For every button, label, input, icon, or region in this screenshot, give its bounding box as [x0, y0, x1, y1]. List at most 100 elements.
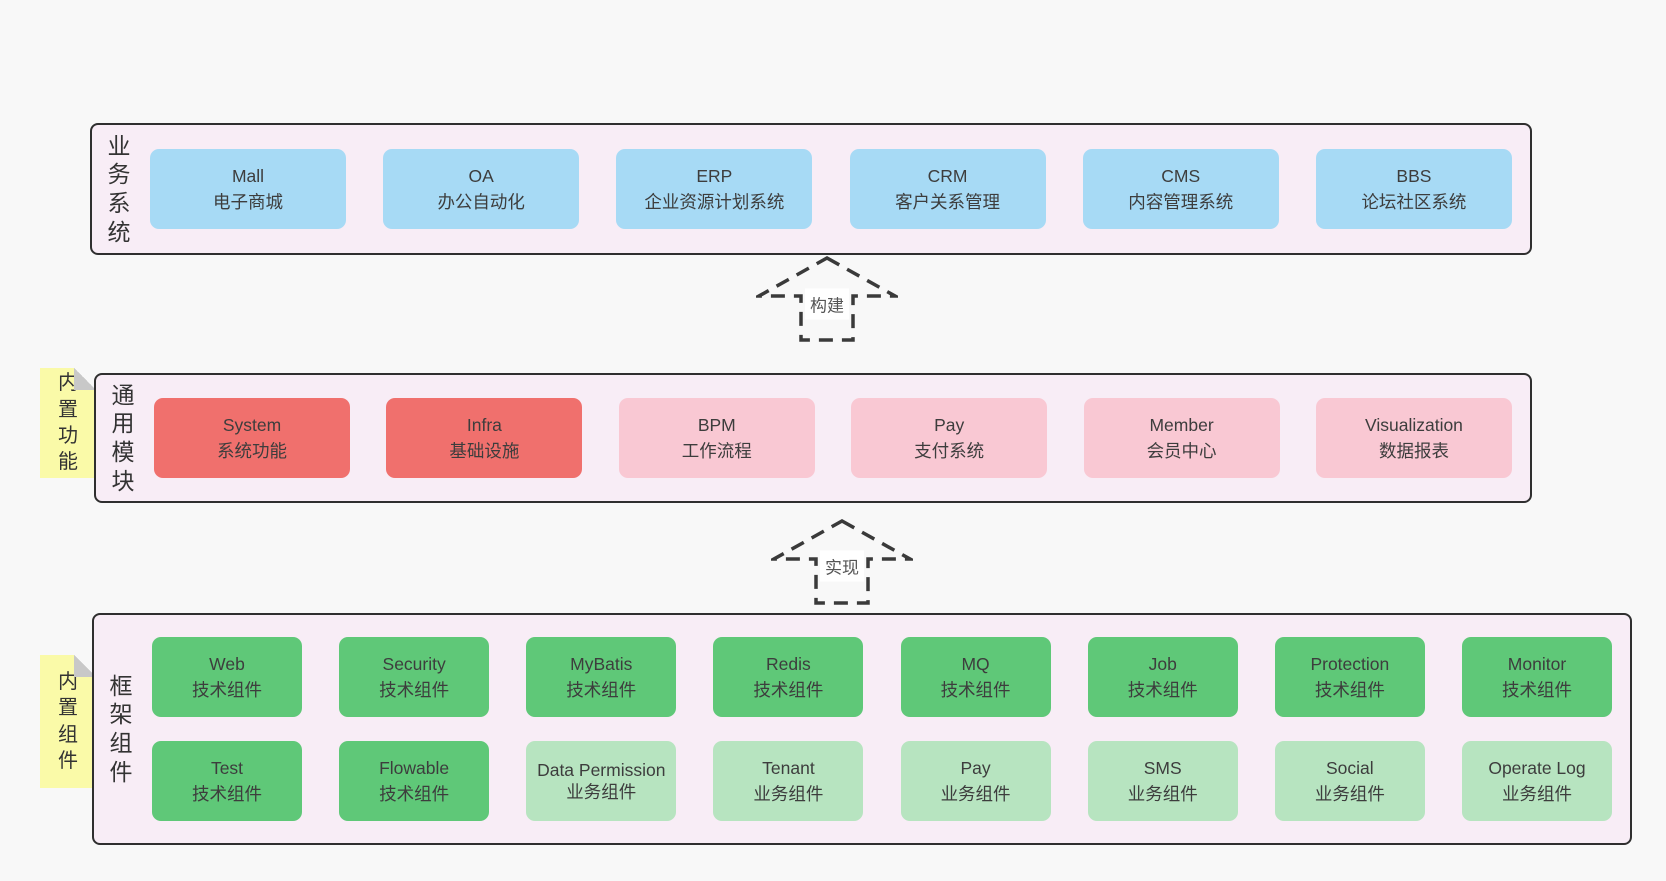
box-security: Security 技术组件: [339, 637, 490, 717]
box-visualization: Visualization 数据报表: [1315, 398, 1512, 478]
box-subtitle: 业务组件: [940, 784, 1011, 804]
layer-label-business: 业务系统: [92, 125, 146, 253]
box-social: Social 业务组件: [1274, 741, 1425, 821]
business-row: Mall 电子商城 OA 办公自动化 ERP 企业资源计划系统 CRM 客户关系…: [150, 149, 1512, 229]
box-title: BBS: [1396, 165, 1432, 186]
box-subtitle: 企业资源计划系统: [644, 192, 785, 212]
note-built-in-components: 内置组件: [40, 655, 96, 788]
layer-label-text: 框架组件: [109, 672, 133, 785]
box-title: Tenant: [762, 757, 815, 778]
framework-row-business: Test 技术组件 Flowable 技术组件 Data Permission …: [152, 741, 1612, 821]
box-subtitle: 系统功能: [217, 441, 287, 461]
layer-label-framework: 框架组件: [94, 615, 148, 843]
box-title: Redis: [766, 653, 811, 674]
box-title: CMS: [1161, 165, 1201, 186]
layer-framework-content: Web 技术组件 Security 技术组件 MyBatis 技术组件 Redi…: [148, 615, 1630, 843]
box-title: Pay: [934, 414, 965, 435]
box-title: MyBatis: [570, 653, 633, 674]
framework-row-tech: Web 技术组件 Security 技术组件 MyBatis 技术组件 Redi…: [152, 637, 1612, 717]
box-pay-business: Pay 业务组件: [900, 741, 1051, 821]
box-pay: Pay 支付系统: [851, 398, 1048, 478]
box-subtitle: 论坛社区系统: [1361, 192, 1467, 212]
box-system: System 系统功能: [154, 398, 350, 478]
box-subtitle: 技术组件: [566, 680, 637, 700]
box-redis: Redis 技术组件: [713, 637, 864, 717]
box-subtitle: 业务组件: [1314, 784, 1385, 804]
box-subtitle: 技术组件: [940, 680, 1011, 700]
box-title: Data Permission: [537, 759, 666, 780]
box-subtitle: 支付系统: [914, 441, 985, 461]
box-title: Pay: [960, 757, 991, 778]
layer-framework-components: 框架组件 Web 技术组件 Security 技术组件 MyBatis 技术组件…: [92, 613, 1632, 845]
modules-row: System 系统功能 Infra 基础设施 BPM 工作流程 Pay 支付系统…: [154, 398, 1512, 478]
implement-arrow-label: 实现: [820, 550, 864, 582]
note-fold-icon: [74, 655, 96, 677]
layer-label-text: 通用模块: [111, 381, 135, 494]
box-title: Monitor: [1507, 653, 1567, 674]
box-title: MQ: [961, 653, 990, 674]
box-job: Job 技术组件: [1087, 637, 1238, 717]
box-subtitle: 业务组件: [753, 784, 824, 804]
box-title: Operate Log: [1488, 757, 1586, 778]
box-title: Security: [382, 653, 446, 674]
box-subtitle: 技术组件: [1314, 680, 1385, 700]
box-subtitle: 客户关系管理: [895, 192, 1001, 212]
layer-modules-content: System 系统功能 Infra 基础设施 BPM 工作流程 Pay 支付系统…: [150, 375, 1530, 501]
box-title: System: [222, 414, 282, 435]
box-oa: OA 办公自动化: [383, 149, 580, 229]
box-title: Test: [210, 757, 244, 778]
box-subtitle: 办公自动化: [437, 192, 525, 212]
note-text: 内置功能: [58, 372, 78, 474]
box-erp: ERP 企业资源计划系统: [616, 149, 813, 229]
build-arrow-label: 构建: [805, 288, 849, 320]
box-flowable: Flowable 技术组件: [339, 741, 490, 821]
box-subtitle: 工作流程: [681, 441, 752, 461]
build-arrow-icon: [756, 255, 898, 342]
box-subtitle: 会员中心: [1146, 441, 1217, 461]
box-title: Member: [1149, 414, 1214, 435]
box-subtitle: 业务组件: [1501, 784, 1572, 804]
box-sms: SMS 业务组件: [1087, 741, 1238, 821]
box-bpm: BPM 工作流程: [618, 398, 815, 478]
box-crm: CRM 客户关系管理: [849, 149, 1046, 229]
box-subtitle: 技术组件: [379, 680, 450, 700]
implement-arrow-icon: [771, 518, 913, 605]
box-title: ERP: [696, 165, 733, 186]
box-title: SMS: [1143, 757, 1182, 778]
box-infra: Infra 基础设施: [386, 398, 583, 478]
layer-business-content: Mall 电子商城 OA 办公自动化 ERP 企业资源计划系统 CRM 客户关系…: [146, 125, 1530, 253]
box-title: Visualization: [1364, 414, 1463, 435]
box-subtitle: 业务组件: [566, 782, 637, 802]
box-tenant: Tenant 业务组件: [713, 741, 864, 821]
box-subtitle: 电子商城: [213, 192, 283, 212]
box-bbs: BBS 论坛社区系统: [1315, 149, 1512, 229]
box-title: CRM: [927, 165, 968, 186]
box-subtitle: 技术组件: [753, 680, 824, 700]
box-title: Infra: [466, 414, 502, 435]
layer-label-text: 业务系统: [107, 132, 131, 245]
layer-common-modules: 通用模块 System 系统功能 Infra 基础设施 BPM 工作流程 Pay: [94, 373, 1532, 503]
box-test: Test 技术组件: [152, 741, 302, 821]
layer-business-systems: 业务系统 Mall 电子商城 OA 办公自动化 ERP 企业资源计划系统 CRM: [90, 123, 1532, 255]
box-mall: Mall 电子商城: [150, 149, 346, 229]
box-subtitle: 技术组件: [1127, 680, 1198, 700]
note-fold-icon: [74, 368, 96, 390]
box-subtitle: 内容管理系统: [1128, 192, 1234, 212]
box-title: Mall: [231, 165, 265, 186]
box-title: BPM: [697, 414, 736, 435]
box-mq: MQ 技术组件: [900, 637, 1051, 717]
layer-label-modules: 通用模块: [96, 375, 150, 501]
box-title: Flowable: [379, 757, 450, 778]
box-cms: CMS 内容管理系统: [1082, 149, 1279, 229]
box-title: Job: [1148, 653, 1177, 674]
box-mybatis: MyBatis 技术组件: [526, 637, 677, 717]
box-subtitle: 技术组件: [192, 784, 262, 804]
box-title: Protection: [1310, 653, 1390, 674]
box-member: Member 会员中心: [1083, 398, 1280, 478]
box-monitor: Monitor 技术组件: [1461, 637, 1612, 717]
box-protection: Protection 技术组件: [1274, 637, 1425, 717]
box-subtitle: 技术组件: [192, 680, 262, 700]
note-text: 内置组件: [58, 670, 78, 772]
box-title: OA: [468, 165, 494, 186]
